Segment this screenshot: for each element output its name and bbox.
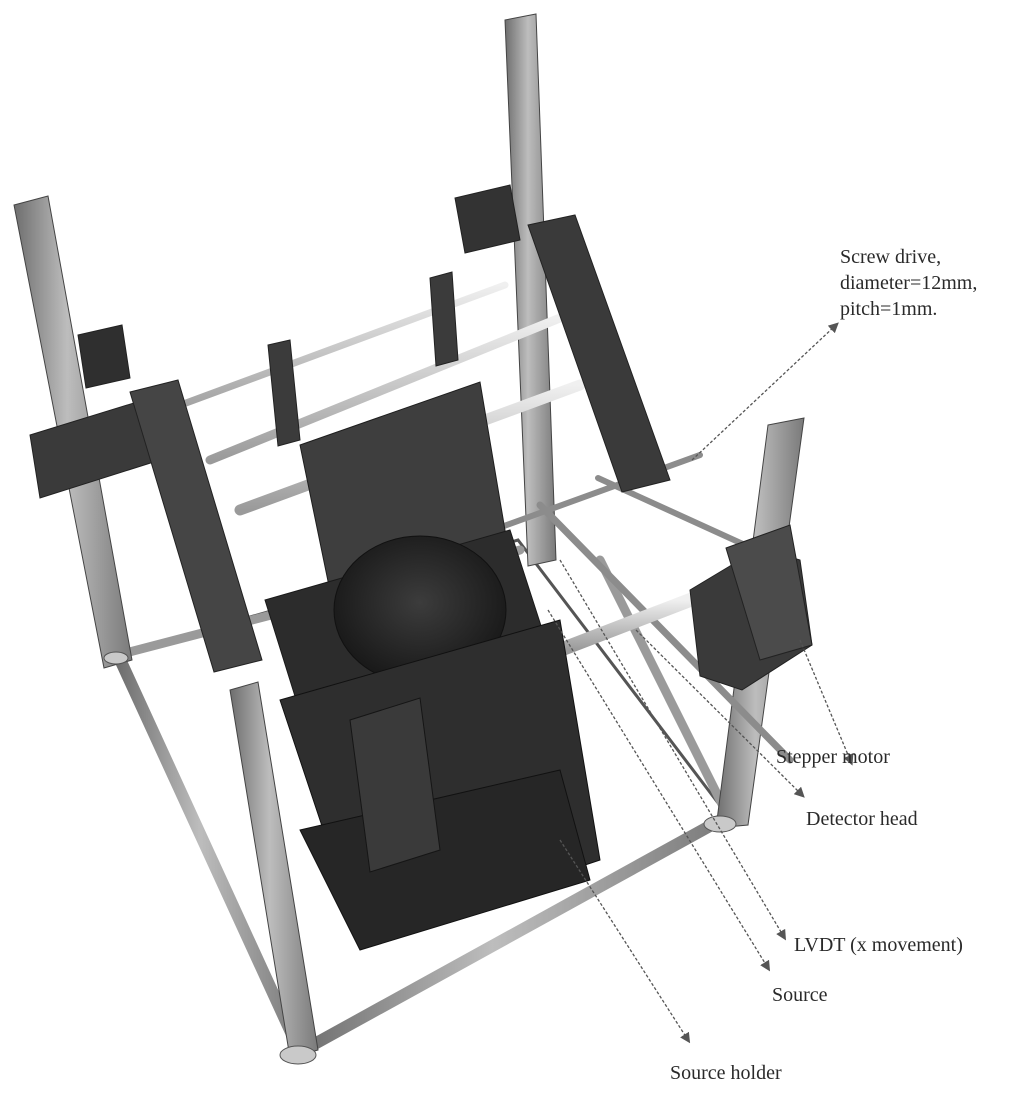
- leader-source-holder: [559, 839, 691, 1044]
- label-screw-drive-line1: Screw drive,: [840, 246, 942, 268]
- leader-source: [547, 609, 771, 972]
- label-source-holder: Source holder: [670, 1062, 782, 1084]
- label-stepper-motor: Stepper motor: [776, 746, 890, 768]
- label-screw-drive-line3: pitch=1mm.: [840, 298, 938, 320]
- leader-lvdt: [559, 559, 786, 941]
- detector-assembly: [264, 381, 601, 951]
- leader-stepper-motor: [799, 639, 854, 766]
- leader-lines: [547, 322, 854, 1044]
- leader-screw-drive: [691, 322, 839, 461]
- carriage-blocks: [29, 184, 813, 691]
- label-lvdt: LVDT (x movement): [794, 934, 963, 956]
- label-source: Source: [772, 984, 828, 1006]
- label-detector-head: Detector head: [806, 808, 918, 830]
- label-screw-drive-line2: diameter=12mm,: [840, 272, 978, 294]
- leader-detector-head: [635, 629, 805, 798]
